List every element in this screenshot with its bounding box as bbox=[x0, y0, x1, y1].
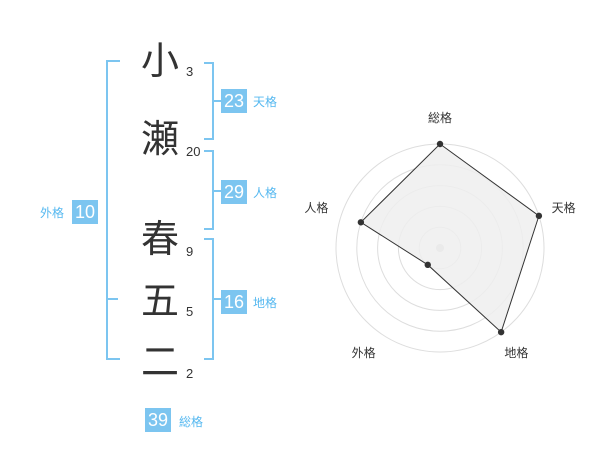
jinkaku-label: 人格 bbox=[253, 186, 278, 200]
radar-point-5 bbox=[357, 219, 365, 226]
name-char-1: 小 bbox=[140, 39, 179, 83]
name-char-4: 五 bbox=[140, 279, 179, 323]
radar-point-2 bbox=[535, 212, 543, 220]
radar-axis-label-1: 総格 bbox=[428, 110, 452, 125]
gaikaku-value-badge: 10 bbox=[72, 200, 99, 224]
stroke-count-3: 9 bbox=[186, 244, 194, 259]
radar-axis-label-4: 外格 bbox=[352, 345, 376, 360]
name-char-5: 二 bbox=[140, 340, 179, 384]
soukaku-label: 総格 bbox=[179, 415, 204, 429]
radar-axis-label-5: 人格 bbox=[304, 200, 328, 215]
tenkaku-label: 天格 bbox=[253, 95, 278, 109]
stroke-count-4: 5 bbox=[186, 304, 194, 319]
radar-series-polygon bbox=[360, 143, 540, 334]
radar-point-1 bbox=[436, 140, 444, 148]
stroke-count-1: 3 bbox=[186, 64, 194, 79]
radar-axis-label-3: 地格 bbox=[504, 345, 528, 360]
stroke-count-5: 2 bbox=[186, 366, 194, 381]
jinkaku-value-badge: 29 bbox=[221, 180, 248, 204]
radar-point-3 bbox=[497, 328, 505, 336]
name-char-2: 瀬 bbox=[140, 117, 179, 161]
tenkaku-value-badge: 23 bbox=[221, 89, 248, 113]
radar-point-4 bbox=[424, 261, 431, 269]
stroke-count-2: 20 bbox=[186, 144, 201, 159]
gaikaku-bracket bbox=[106, 60, 120, 360]
chikaku-label: 地格 bbox=[253, 296, 278, 310]
radar-axis-label-2: 天格 bbox=[552, 200, 576, 215]
name-char-3: 春 bbox=[140, 217, 179, 261]
chikaku-value-badge: 16 bbox=[221, 290, 248, 314]
gaikaku-label: 外格 bbox=[40, 206, 65, 220]
chikaku-bracket-tick bbox=[213, 298, 221, 300]
jinkaku-bracket-tick bbox=[213, 190, 221, 192]
soukaku-value-badge: 39 bbox=[145, 408, 172, 432]
tenkaku-bracket-tick bbox=[213, 100, 221, 102]
gaikaku-bracket-inner-tick bbox=[106, 298, 118, 300]
